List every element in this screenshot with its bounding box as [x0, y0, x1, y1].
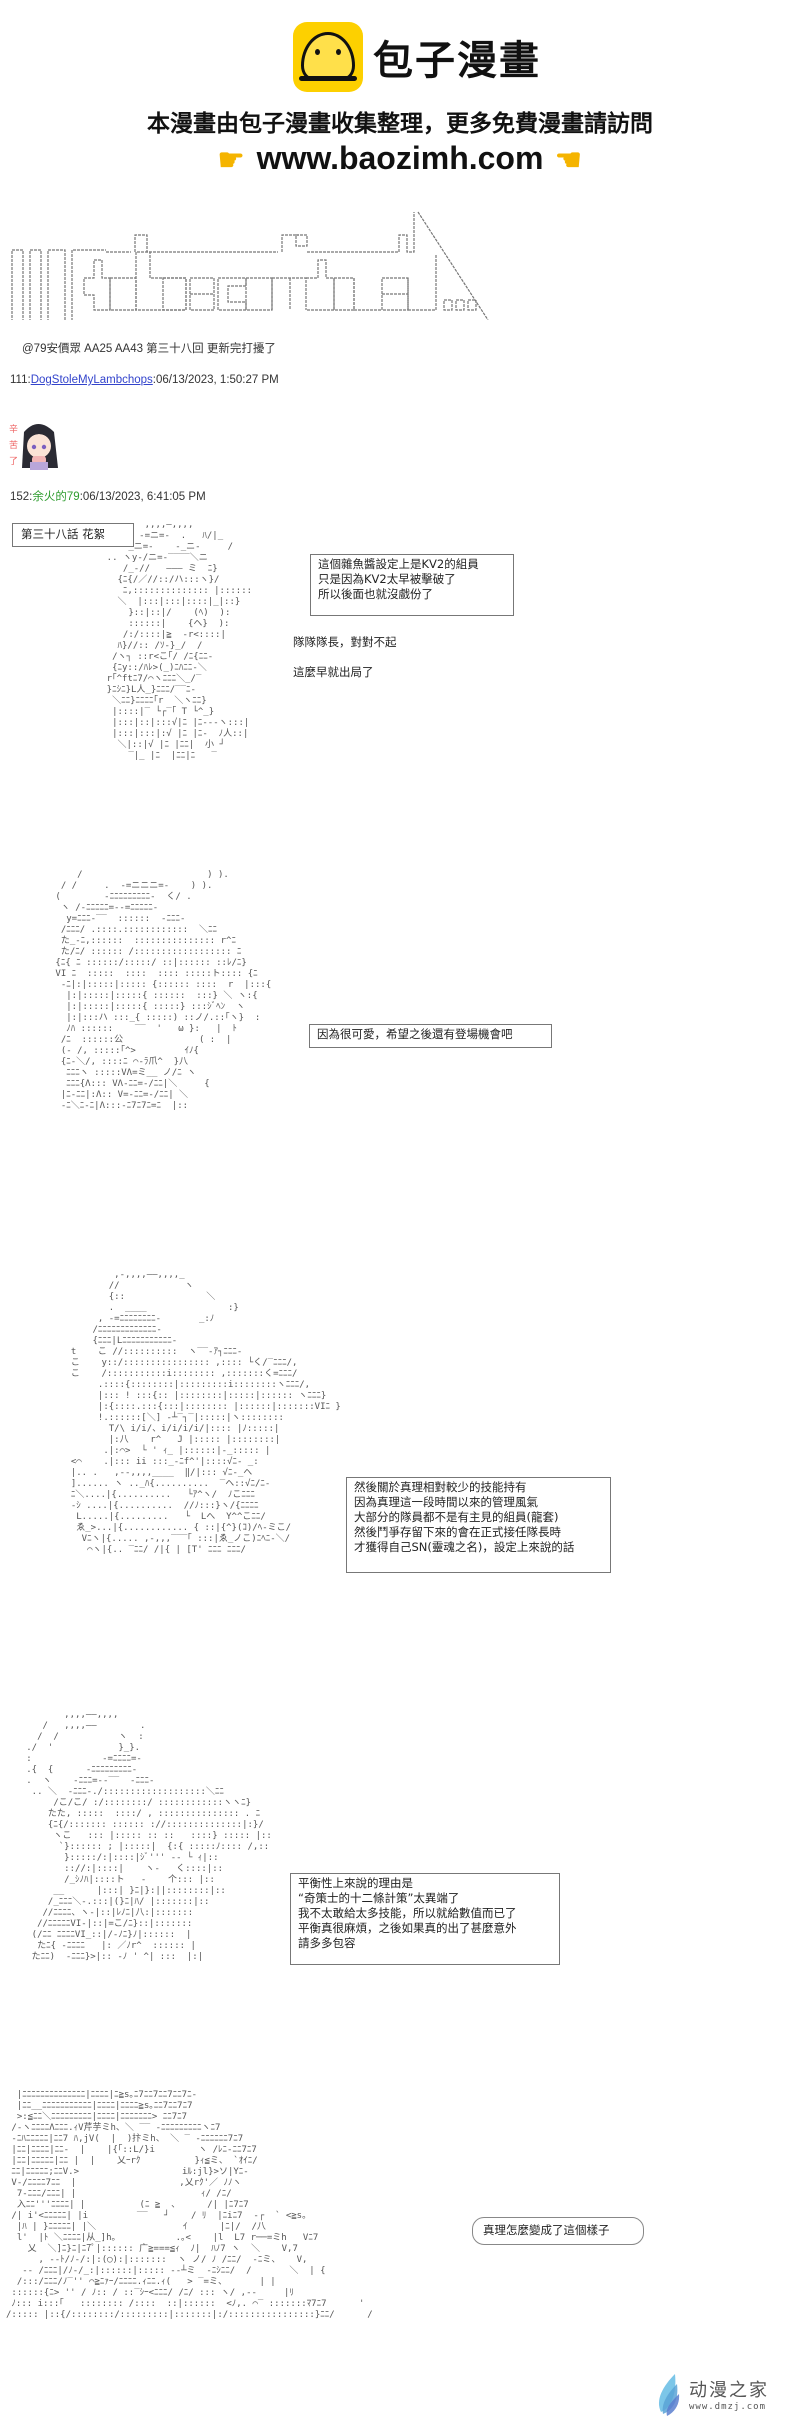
post-intro-text: @79安價眾 AA25 AA43 第三十八回 更新完打擾了 — [22, 343, 276, 355]
chapter-title: 第三十八話 花絮 — [21, 527, 106, 541]
dmzj-watermark: 动漫之家 www.dmzj.com — [655, 2372, 769, 2416]
watermark-url: www.dmzj.com — [689, 2402, 767, 2412]
logo[interactable]: 包子漫畫 — [293, 22, 541, 92]
dialogue-box-panel-4: 平衡性上來說的理由是 “奇策士的十二條計策”太異端了 我不太敢給太多技能，所以就… — [290, 1873, 560, 1965]
pointing-hand-icon: ☛ — [555, 144, 583, 178]
dialogue-line: 真理怎麼變成了這個樣子 — [483, 2223, 610, 2237]
watermark-title: 动漫之家 — [689, 2380, 769, 2401]
dialogue-line: 請多多包容 — [298, 1936, 356, 1950]
dialogue-line: 因為真理這一段時間以來的管理風氣 — [354, 1495, 538, 1509]
ascii-art-panel-3: ,-,,,,——,,,,_ // ヽ {:: ＼ . ____ :} , -=ﾆ… — [70, 1270, 341, 1555]
site-url[interactable]: www.baozimh.com — [256, 140, 544, 176]
site-name: 包子漫畫 — [373, 38, 541, 84]
banner-notice: 本漫畫由包子漫畫收集整理，更多免費漫畫請訪問 — [147, 111, 653, 137]
dialogue-text: 這麼早就出局了 — [293, 665, 374, 679]
dialogue-box-panel-5: 真理怎麼變成了這個樣子 — [472, 2217, 644, 2245]
dialogue-line: 大部分的隊員都不是有主見的組員(龍套) — [354, 1510, 559, 1524]
svg-text:辛: 辛 — [9, 423, 18, 435]
post-timestamp: :06/13/2023, 6:41:05 PM — [79, 491, 206, 503]
ascii-art-panel-1: ,,,,—,,,, -=ニ=- . ﾊ/|_ _ニ=- -_ニ- / .. ヽy… — [106, 520, 253, 761]
to-be-continued-ascii-art — [6, 200, 766, 326]
dialogue-line: “奇策士的十二條計策”太異端了 — [298, 1891, 460, 1905]
post-timestamp: :06/13/2023, 1:50:27 PM — [152, 374, 279, 386]
chapter-title-box: 第三十八話 花絮 — [12, 523, 134, 547]
anime-girl-sticker: 辛 苦 了 — [8, 418, 63, 473]
post-number: 111: — [10, 374, 31, 386]
svg-text:了: 了 — [9, 456, 18, 467]
dialogue-line: 這個雜魚醬設定上是KV2的組員 — [318, 557, 479, 571]
post-author[interactable]: 余火的79 — [32, 491, 80, 503]
post-number: 152: — [10, 491, 33, 503]
dialogue-text: 隊隊隊長，對對不起 — [293, 635, 397, 649]
dialogue-line: 所以後面也就沒戲份了 — [318, 587, 433, 601]
post-author-link[interactable]: DogStoleMyLambchops — [30, 374, 153, 386]
dialogue-line: 因為很可愛，希望之後還有登場機會吧 — [317, 1027, 513, 1041]
steamed-bun-icon — [293, 22, 363, 92]
dialogue-box-panel-2: 因為很可愛，希望之後還有登場機會吧 — [309, 1024, 552, 1048]
leaf-logo-icon — [655, 2372, 681, 2416]
dialogue-line: 然後鬥爭存留下來的會在正式接任隊長時 — [354, 1525, 561, 1539]
dialogue-line: 只是因為KV2太早被擊破了 — [318, 572, 456, 586]
pointing-hand-icon: ☛ — [217, 144, 245, 178]
ascii-art-panel-2: / ) ). / / . -=ニニニ=- ) ). ( -ﾆﾆﾆﾆﾆﾆﾆﾆﾆ- … — [55, 870, 272, 1111]
svg-text:苦: 苦 — [9, 439, 18, 451]
dialogue-line: 然後關於真理相對較少的技能持有 — [354, 1480, 527, 1494]
dialogue-line: 我不太敢給太多技能，所以就給數值而已了 — [298, 1906, 517, 1920]
post-header-152: 152:余火的79:06/13/2023, 6:41:05 PM — [10, 488, 206, 504]
dialogue-line: 平衡真很麻煩，之後如果真的出了甚麼意外 — [298, 1921, 517, 1935]
dialogue-line: 平衡性上來說的理由是 — [298, 1876, 413, 1890]
post-header-111: 111:DogStoleMyLambchops:06/13/2023, 1:50… — [10, 374, 279, 386]
to-be-continued-art — [11, 211, 489, 326]
dialogue-line: 才獲得自己SN(靈魂之名)，設定上來說的話 — [354, 1540, 575, 1554]
dialogue-box-panel-1: 這個雜魚醬設定上是KV2的組員 只是因為KV2太早被擊破了 所以後面也就沒戲份了 — [310, 554, 514, 616]
dialogue-box-panel-3: 然後關於真理相對較少的技能持有 因為真理這一段時間以來的管理風氣 大部分的隊員都… — [346, 1477, 611, 1573]
ascii-art-panel-5: |ﾆﾆﾆﾆﾆﾆﾆﾆﾆﾆﾆﾆﾆﾆ|ﾆﾆﾆﾆ|ﾆ≧s｡ﾆ7ﾆﾆ7ﾆﾆ7ﾆﾆ7ﾆ- |… — [6, 2090, 373, 2320]
site-banner: 包子漫畫 本漫畫由包子漫畫收集整理，更多免費漫畫請訪問 ☛ www.baozimh… — [0, 0, 800, 180]
banner-url-row: ☛ www.baozimh.com ☛ — [0, 140, 800, 178]
ascii-art-panel-4: ,,,,——,,,, / ,,,,—— . / / ヽ : ./ ' }_}. … — [26, 1710, 272, 1962]
